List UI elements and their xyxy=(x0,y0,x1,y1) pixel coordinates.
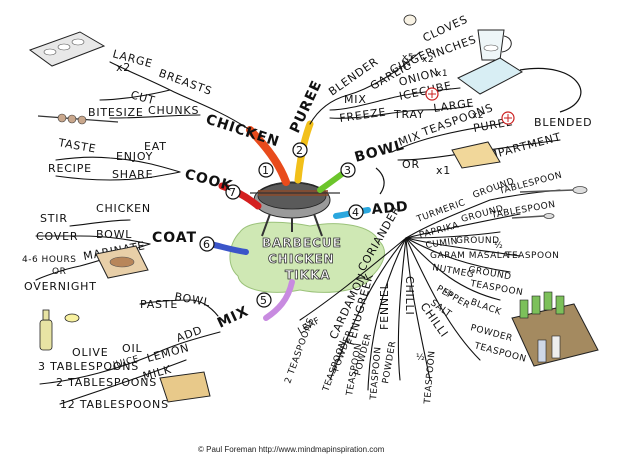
word-ground-3: GROUND xyxy=(456,236,500,246)
word-half-2: ½ xyxy=(444,289,453,299)
word-taste: TASTE xyxy=(56,136,97,156)
word-x2-ginger: x2 xyxy=(422,55,434,65)
loop-arrow xyxy=(519,67,582,113)
word-add-mix: ADD xyxy=(175,323,205,344)
word-recipe: RECIPE xyxy=(48,162,92,175)
svg-text:3: 3 xyxy=(344,164,352,177)
blender-blade-icon xyxy=(425,87,439,101)
chicken-tray-icon xyxy=(28,31,106,67)
word-x2: x2 xyxy=(116,61,131,74)
ice-tray-icon xyxy=(457,57,523,95)
svg-text:4: 4 xyxy=(352,206,360,219)
kebab-skewer-icon xyxy=(37,113,119,125)
spice-jars-board-icon xyxy=(511,291,599,367)
svg-text:5: 5 xyxy=(260,294,268,307)
word-olive: OLIVE xyxy=(72,346,109,359)
word-blended: BLENDED xyxy=(534,116,592,129)
center-title-line3: TIKKA xyxy=(285,268,331,282)
word-overnight: OVERNIGHT xyxy=(24,280,97,293)
word-chicken-coat: CHICKEN xyxy=(96,202,151,215)
center-splash xyxy=(229,221,385,293)
word-half-1: ½ xyxy=(494,241,503,251)
word-12-tablespoons: 12 TABLESPOONS xyxy=(60,398,169,411)
number-badge-3: 3 xyxy=(340,162,356,178)
svg-text:7: 7 xyxy=(229,186,237,199)
word-mix-bowl: MIX xyxy=(397,129,423,149)
word-bowl-coat: BOWL xyxy=(96,228,132,241)
word-2-tablespoons: 2 TABLESPOONS xyxy=(56,376,157,389)
word-x1: x1 xyxy=(436,69,448,79)
blender-blade-icon-2 xyxy=(501,111,515,125)
word-eat: EAT xyxy=(144,140,167,153)
word-breasts: BREASTS xyxy=(157,67,214,98)
grill-icon xyxy=(250,181,340,237)
word-enjoy: ENJOY xyxy=(116,150,153,163)
word-powder-4: POWDER xyxy=(381,340,398,384)
center-title-line2: CHICKEN xyxy=(268,252,335,266)
word-turmeric: TURMERIC xyxy=(415,198,467,225)
svg-text:1: 1 xyxy=(262,164,270,177)
mixing-bowl-icon xyxy=(159,371,211,403)
label-mix: MIX xyxy=(215,303,252,331)
number-badge-7: 7 xyxy=(225,184,241,200)
word-tray: TRAY xyxy=(393,108,425,121)
word-garam-masala: GARAM MASALA xyxy=(430,251,509,261)
bowl-arrow xyxy=(375,167,385,195)
label-cook: COOK xyxy=(183,166,235,194)
spice-fan-lines xyxy=(299,189,561,391)
word-black: BLACK xyxy=(469,297,503,318)
number-badge-5: 5 xyxy=(256,292,272,308)
word-stir: STIR xyxy=(40,212,68,225)
word-teaspoon-7: TEASPOON xyxy=(423,350,438,405)
garlic-icon xyxy=(403,14,417,26)
credit-line: © Paul Foreman http://www.mindmapinspira… xyxy=(198,445,385,454)
svg-text:2: 2 xyxy=(296,144,304,157)
word-chilli-2: CHILLI xyxy=(403,276,416,316)
bowl-icon xyxy=(451,141,501,169)
word-x2-bowl: x2 xyxy=(472,111,484,121)
marinade-bowl-icon xyxy=(95,245,149,279)
word-paste: PASTE xyxy=(140,298,178,311)
word-fennel: FENNEL xyxy=(378,282,391,330)
word-half-3: ½ xyxy=(416,353,425,363)
word-mix: MIX xyxy=(344,93,367,106)
label-add: ADD xyxy=(371,199,409,218)
word-oil: OIL xyxy=(122,342,143,355)
word-teaspoon-6: TEASPOON xyxy=(369,346,384,401)
word-x5: x5 xyxy=(402,53,414,63)
word-cut: CUT xyxy=(129,88,156,107)
word-blender: BLENDER xyxy=(326,55,381,99)
word-x1-bowl: x1 xyxy=(436,164,451,177)
word-4-6-hours: 4-6 HOURS xyxy=(22,255,76,265)
branch-chicken xyxy=(246,126,290,186)
center-title-line1: BARBECUE xyxy=(262,236,342,250)
word-teaspoon-4: TEASPOON xyxy=(321,339,349,394)
branch-mix xyxy=(263,279,295,321)
word-teaspoon-3: TEASPOON xyxy=(472,341,527,365)
label-chicken: CHICKEN xyxy=(204,112,282,151)
svg-text:6: 6 xyxy=(203,238,211,251)
word-teaspoon-2: TEASPOON xyxy=(468,279,523,298)
word-cumin: CUMIN xyxy=(425,237,459,251)
number-badge-1: 1 xyxy=(258,162,274,178)
word-chunks: CHUNKS xyxy=(148,104,199,117)
word-share: SHARE xyxy=(112,168,153,181)
word-bowl-mix: BOWL xyxy=(173,290,211,309)
number-badge-4: 4 xyxy=(348,204,364,220)
word-bitesize: BITESIZE xyxy=(88,106,144,119)
spoon-icon xyxy=(511,186,588,219)
word-large-tray: LARGE xyxy=(433,96,475,115)
word-teaspoon-1: TEASPOON xyxy=(505,251,559,261)
word-cover: COVER xyxy=(36,230,78,243)
word-3-tablespoons: 3 TABLESPOONS xyxy=(38,360,139,373)
label-coat: COAT xyxy=(152,230,197,246)
blender-jug-icon xyxy=(477,29,512,61)
number-badge-2: 2 xyxy=(292,142,308,158)
olive-oil-bottle-icon xyxy=(39,309,80,351)
word-or: OR xyxy=(402,158,420,171)
number-badge-6: 6 xyxy=(199,236,215,252)
word-or-coat: OR xyxy=(52,267,66,277)
